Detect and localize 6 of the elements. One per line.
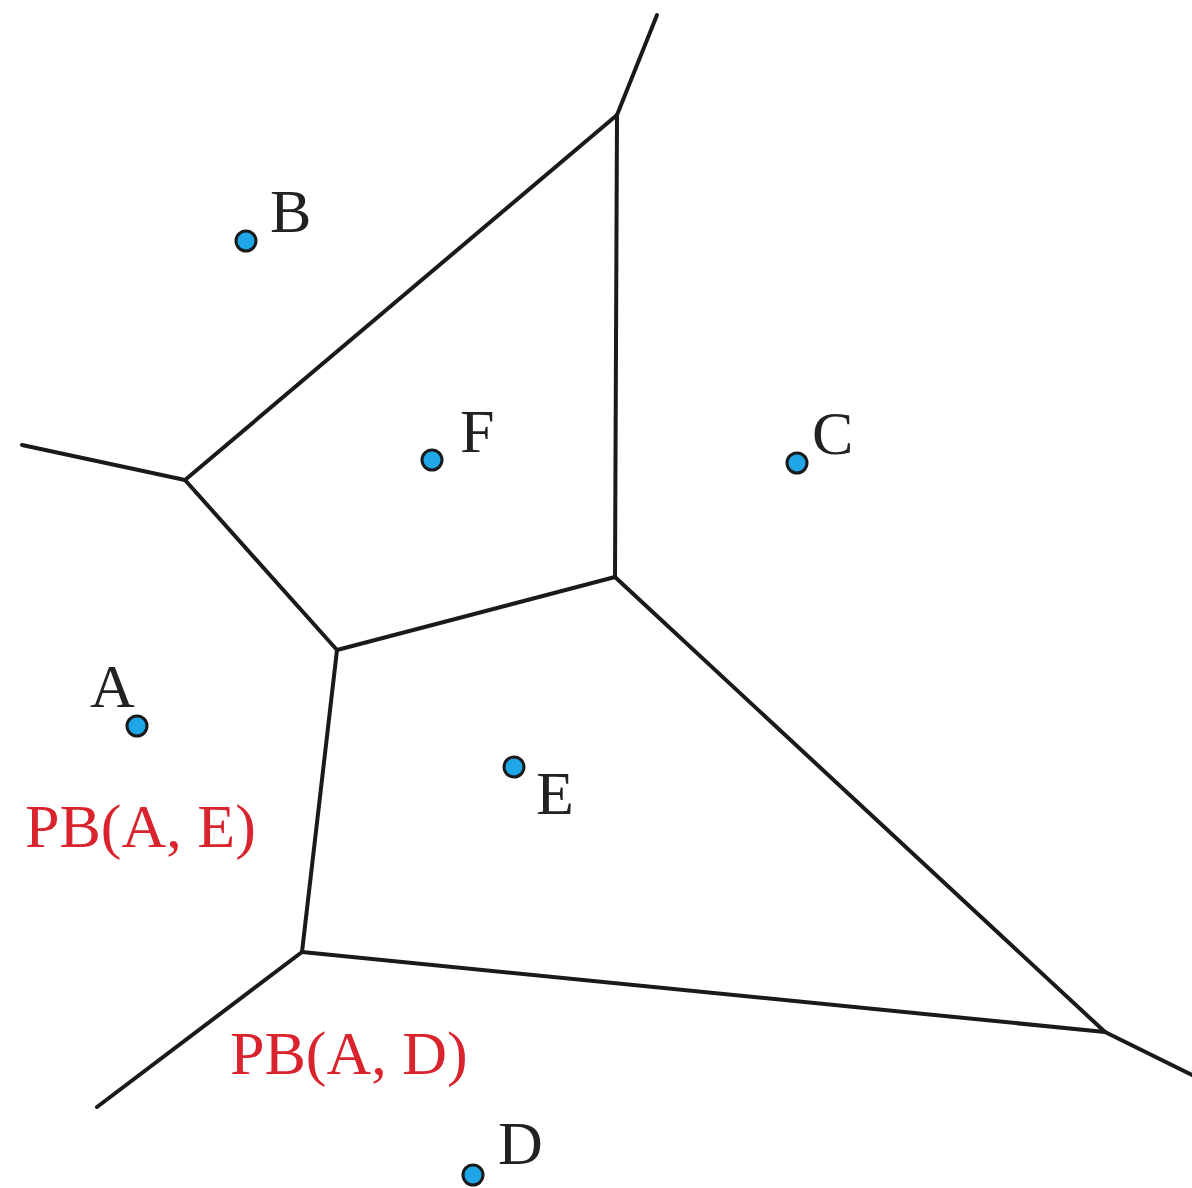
point-label: E	[536, 762, 574, 824]
point-label: A	[90, 655, 135, 717]
point-label: B	[270, 180, 312, 242]
point-label: D	[498, 1112, 543, 1174]
point-label: F	[460, 400, 495, 462]
point-label: C	[812, 402, 854, 464]
